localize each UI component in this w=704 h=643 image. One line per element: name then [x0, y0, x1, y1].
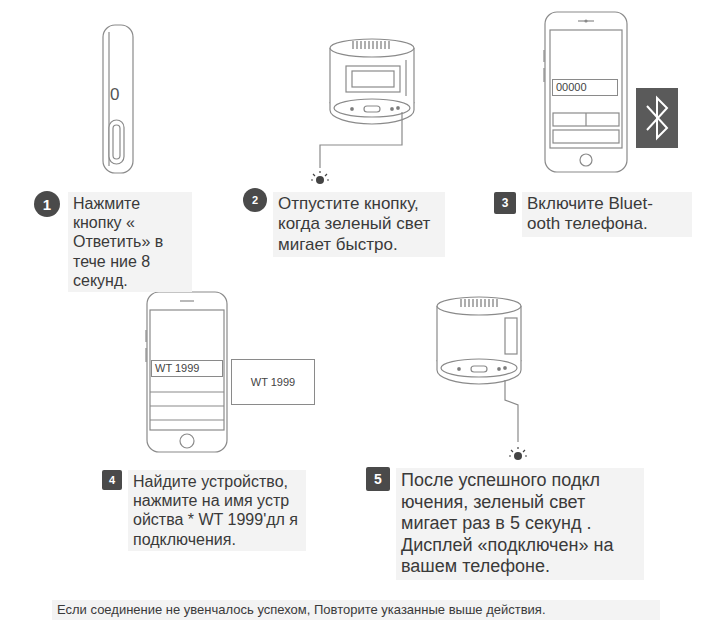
receiver-device: [505, 380, 518, 442]
receiver-device: [351, 108, 354, 111]
receiver-device: [330, 39, 414, 57]
step-text: Найдите устройство, нажмите на имя устр …: [128, 470, 306, 551]
phone-front: [578, 20, 594, 21]
receiver-device: [397, 107, 400, 110]
step-text: Отпустите кнопку, когда зеленый свет миг…: [273, 192, 445, 257]
receiver-device: [505, 318, 517, 354]
callout-number: 4: [109, 474, 115, 486]
label-text: 00000: [556, 80, 587, 94]
receiver-device: [437, 297, 527, 460]
step-text: Нажмите кнопку « Ответить» в тече ние 8 …: [68, 192, 192, 292]
receiver-device: [352, 41, 392, 49]
receiver-device: [437, 360, 521, 384]
receiver-device: [405, 60, 406, 96]
receiver-device: [514, 452, 522, 460]
phone-front: [150, 391, 224, 392]
label-text: После успешного подкл ючения, зеленый св…: [401, 470, 613, 576]
step-text: После успешного подкл ючения, зеленый св…: [396, 468, 644, 580]
phone-side: [109, 120, 124, 164]
callout-number: 5: [374, 471, 382, 487]
button-label: 0: [110, 85, 119, 105]
phone-front: [585, 113, 586, 126]
phone-side: [113, 125, 120, 159]
receiver-device: [437, 297, 521, 315]
phone-front: [543, 68, 544, 82]
receiver-device: [441, 359, 517, 377]
label-text: Включите Bluet- ooth телефона.: [527, 194, 653, 233]
callout-number: 3: [502, 196, 509, 210]
receiver-device: [316, 176, 324, 184]
label-text: WT 1999: [155, 361, 199, 375]
step-number: 4: [102, 470, 122, 490]
phone-front: [145, 348, 146, 362]
receiver-device: [458, 368, 461, 371]
callout-number: 2: [252, 194, 258, 206]
receiver-device: [459, 299, 499, 307]
note-text: Если соединение не увенчалось успехом, П…: [52, 600, 660, 620]
phone-side: [103, 25, 133, 173]
receiver-device: [311, 171, 329, 180]
receiver-device: [334, 99, 410, 117]
step-number: 5: [366, 467, 390, 491]
receiver-device: [311, 39, 414, 184]
phone-side: [103, 25, 133, 173]
step-text: Включите Bluet- ooth телефона.: [522, 192, 692, 237]
label-text: Найдите устройство, нажмите на имя устр …: [133, 473, 298, 548]
step-number: 2: [243, 188, 267, 212]
receiver-device: [391, 108, 394, 111]
phone-front: [150, 310, 224, 430]
phone-front: [150, 419, 224, 420]
phone-front: [550, 30, 622, 148]
receiver-device: [498, 368, 501, 371]
phone-front: [180, 434, 194, 448]
phone-front: [146, 292, 227, 452]
input-field: 00000: [552, 79, 618, 96]
receiver-device: [509, 447, 527, 456]
phone-front: [543, 50, 544, 62]
phone-front: [180, 300, 194, 301]
phone-front: [544, 12, 627, 172]
phone-front: [585, 20, 587, 22]
label-text: Отпустите кнопку, когда зеленый свет миг…: [278, 194, 430, 254]
phone-front: [580, 154, 592, 166]
bluetooth-icon: [636, 88, 678, 148]
callout-number: 1: [43, 196, 51, 213]
bluetooth-icon: [636, 88, 678, 148]
label-text: Если соединение не увенчалось успехом, П…: [57, 602, 546, 617]
phone-front: [145, 330, 146, 342]
receiver-device: [504, 367, 507, 370]
step-number: 1: [34, 191, 60, 217]
callout-box: WT 1999: [231, 359, 315, 405]
receiver-device: [471, 366, 487, 372]
phone-front: [545, 12, 627, 172]
label-text: Нажмите кнопку « Ответить» в тече ние 8 …: [73, 195, 163, 289]
step-number: 3: [494, 192, 516, 214]
list-row: WT 1999: [151, 360, 223, 377]
phone-front: [147, 292, 227, 452]
receiver-device: [346, 66, 400, 92]
phone-front: [553, 130, 619, 143]
receiver-device: [364, 106, 380, 112]
phone-front: [150, 405, 224, 406]
label-text: WT 1999: [251, 376, 295, 388]
bluetooth-icon: [647, 98, 667, 138]
receiver-device: [320, 112, 402, 168]
phone-front: [553, 113, 619, 126]
receiver-device: [352, 71, 394, 87]
